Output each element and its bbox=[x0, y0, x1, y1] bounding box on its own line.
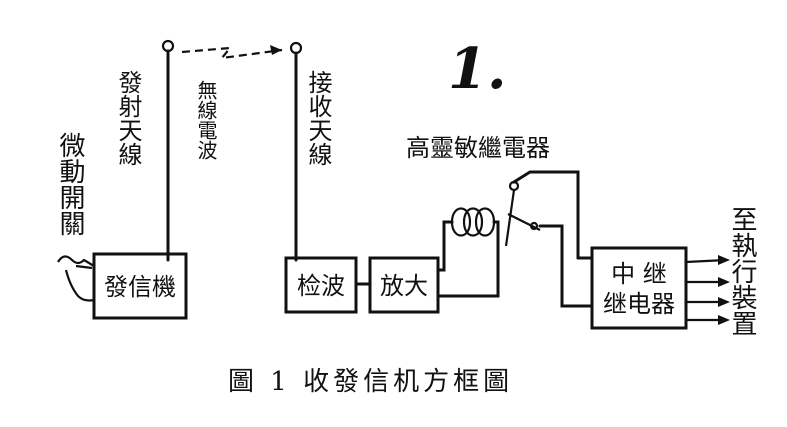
label-radio-wave: 無線電波 bbox=[194, 80, 218, 160]
relay-contact-switch bbox=[504, 170, 594, 308]
relay-driver-label-line2: 继电器 bbox=[603, 290, 675, 318]
transmitter-label: 發信機 bbox=[104, 273, 176, 301]
transmit-antenna bbox=[161, 39, 175, 262]
label-to-actuator: 至執行裝置 bbox=[727, 206, 757, 336]
label-micro-switch: 微動開關 bbox=[55, 132, 85, 236]
radio-wave-arrow bbox=[181, 45, 283, 60]
figure-caption: 圖 1 收發信机方框圖 bbox=[228, 367, 513, 397]
label-high-sensitivity-relay: 高靈敏繼電器 bbox=[406, 134, 550, 162]
detector-block: 检波 bbox=[284, 256, 358, 314]
relay-coil bbox=[436, 207, 500, 298]
relay-driver-label-line1: 中 继 bbox=[611, 260, 667, 288]
amplifier-label: 放大 bbox=[380, 272, 428, 300]
label-receive-antenna: 接收天線 bbox=[304, 70, 332, 166]
micro-switch-icon bbox=[57, 255, 95, 302]
output-arrows bbox=[685, 255, 730, 325]
figure-number-mark: 1. bbox=[448, 36, 506, 102]
relay-driver-block: 中 继 继电器 bbox=[590, 246, 688, 330]
amplifier-block: 放大 bbox=[368, 256, 440, 314]
receive-antenna bbox=[289, 41, 303, 262]
label-transmit-antenna: 發射天線 bbox=[114, 70, 142, 166]
transmitter-block: 發信機 bbox=[92, 252, 188, 320]
detector-label: 检波 bbox=[297, 272, 345, 300]
